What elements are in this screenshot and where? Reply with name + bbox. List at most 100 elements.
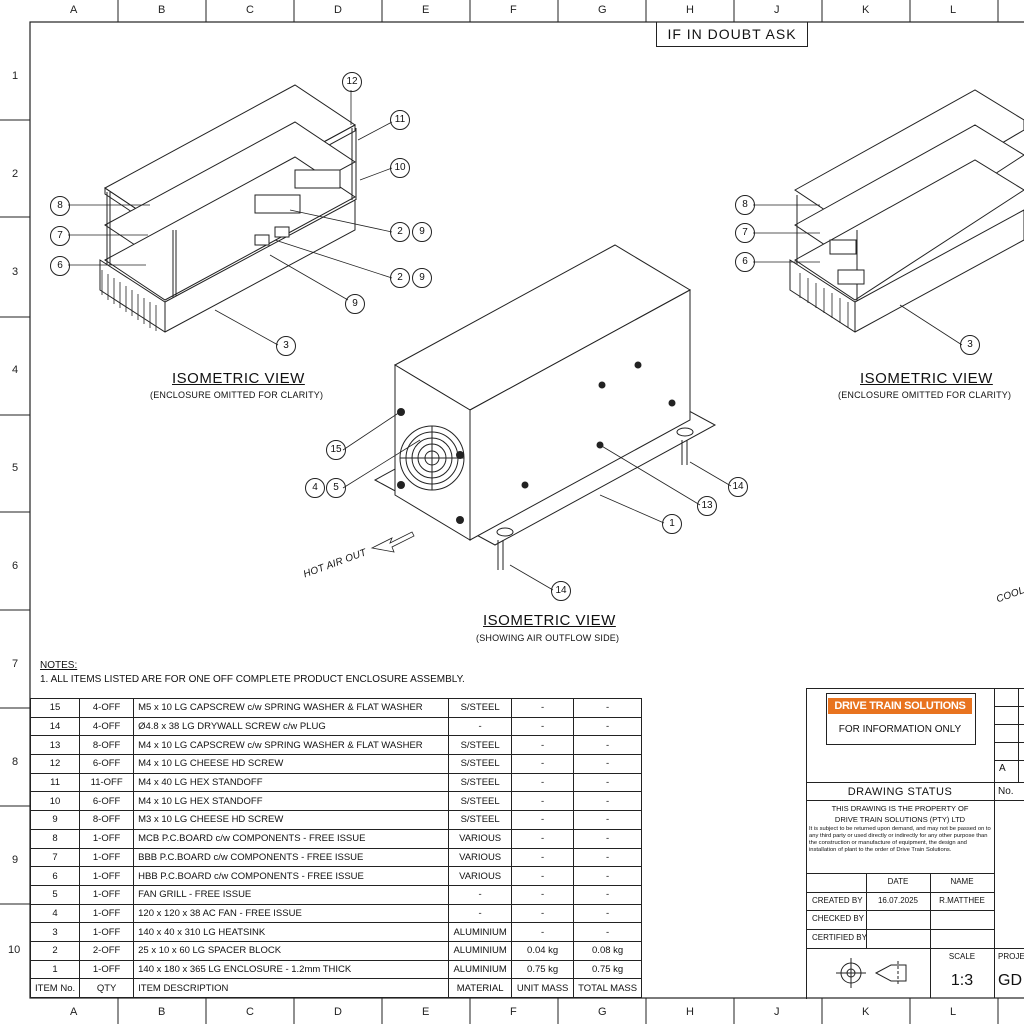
bom-cell: S/STEEL [448, 772, 513, 793]
left-isometric-drawing [99, 84, 357, 333]
balloon: 15 [326, 440, 346, 460]
grid-column-label: G [598, 4, 607, 16]
bom-cell: 25 x 10 x 60 LG SPACER BLOCK [133, 940, 450, 961]
bom-cell: QTY [79, 978, 135, 998]
projection-symbol-icon [836, 958, 907, 988]
bom-cell: 3 [29, 922, 81, 942]
balloon: 6 [50, 256, 70, 276]
scale-value: 1:3 [950, 972, 974, 989]
project-code: GD [998, 972, 1022, 989]
doubt-note: IF IN DOUBT ASK [667, 26, 797, 42]
bom-cell: 4 [29, 903, 81, 924]
balloon: 7 [735, 223, 755, 243]
bom-cell: - [448, 716, 513, 737]
balloon: 14 [551, 581, 571, 601]
bom-cell: S/STEEL [448, 754, 513, 774]
bom-cell: 0.08 kg [573, 940, 643, 961]
property-line-2: DRIVE TRAIN SOLUTIONS (PTY) LTD [834, 815, 966, 824]
balloon: 3 [960, 335, 980, 355]
grid-column-label: B [158, 4, 166, 16]
bom-cell: - [573, 754, 643, 774]
bom-cell: 15 [29, 698, 81, 718]
bom-cell: 11 [29, 772, 81, 793]
bom-cell: MCB P.C.BOARD c/w COMPONENTS - FREE ISSU… [133, 828, 450, 849]
property-line-1: THIS DRAWING IS THE PROPERTY OF [831, 804, 969, 813]
bom-cell: - [573, 810, 643, 830]
bom-cell: - [511, 772, 575, 793]
grid-column-label: H [686, 4, 694, 16]
bom-cell: - [448, 884, 513, 905]
bom-cell: - [511, 716, 575, 737]
grid-column-label: F [510, 1006, 517, 1018]
balloon: 12 [342, 72, 362, 92]
grid-row-label: 5 [12, 462, 19, 474]
bom-cell: Ø4.8 x 38 LG DRYWALL SCREW c/w PLUG [133, 716, 450, 737]
bom-cell: ALUMINIUM [448, 922, 513, 942]
drawing-status: DRAWING STATUS [847, 786, 953, 798]
bom-cell: TOTAL MASS [573, 978, 643, 998]
bom-cell: 1 [29, 959, 81, 980]
bom-cell: 1-OFF [79, 959, 135, 980]
grid-column-label: D [334, 1006, 342, 1018]
bom-cell: - [573, 828, 643, 849]
grid-column-label: C [246, 1006, 254, 1018]
bom-cell: 140 x 180 x 365 LG ENCLOSURE - 1.2mm THI… [133, 959, 450, 980]
bom-cell: - [573, 847, 643, 868]
grid-column-label: C [246, 4, 254, 16]
grid-column-label: K [862, 4, 870, 16]
leader-lines [68, 90, 963, 591]
bom-cell: 140 x 40 x 310 LG HEATSINK [133, 922, 450, 942]
balloon: 7 [50, 226, 70, 246]
bom-cell: 1-OFF [79, 847, 135, 868]
bom-cell: - [573, 922, 643, 942]
bom-cell: BBB P.C.BOARD c/w COMPONENTS - FREE ISSU… [133, 847, 450, 868]
left-view-subtitle: (ENCLOSURE OMITTED FOR CLARITY) [150, 390, 324, 400]
bom-cell: FAN GRILL - FREE ISSUE [133, 884, 450, 905]
info-only: FOR INFORMATION ONLY [838, 724, 962, 735]
grid-column-label: F [510, 4, 517, 16]
project-label: PROJE [998, 952, 1024, 961]
checked-by-label: CHECKED BY [812, 914, 865, 923]
bom-cell: 14 [29, 716, 81, 737]
bom-cell: M5 x 10 LG CAPSCREW c/w SPRING WASHER & … [133, 698, 450, 718]
balloon: 2 [390, 268, 410, 288]
bom-cell: 8-OFF [79, 810, 135, 830]
bom-cell: 6 [29, 866, 81, 886]
bom-cell: 0.75 kg [573, 959, 643, 980]
name-header: NAME [950, 877, 974, 886]
right-isometric-drawing [789, 89, 1024, 333]
notes-item: 1. ALL ITEMS LISTED ARE FOR ONE OFF COMP… [40, 674, 465, 685]
grid-column-label: J [774, 1006, 780, 1018]
bom-cell: - [511, 922, 575, 942]
grid-row-label: 8 [12, 756, 19, 768]
balloon: 3 [276, 336, 296, 356]
bom-cell: ITEM DESCRIPTION [133, 978, 450, 998]
bom-cell: M4 x 40 LG HEX STANDOFF [133, 772, 450, 793]
bom-cell: 8 [29, 828, 81, 849]
bom-cell: 8-OFF [79, 735, 135, 756]
bom-cell: - [511, 754, 575, 774]
revision-number-label: No. [998, 786, 1014, 797]
bom-cell: - [511, 847, 575, 868]
bom-cell: 13 [29, 735, 81, 756]
bom-cell: 0.04 kg [511, 940, 575, 961]
bom-cell: 9 [29, 810, 81, 830]
bom-cell: - [573, 903, 643, 924]
balloon: 9 [412, 268, 432, 288]
grid-row-label: 10 [8, 944, 21, 956]
grid-row-label: 3 [12, 266, 19, 278]
balloon: 9 [412, 222, 432, 242]
bom-cell: UNIT MASS [511, 978, 575, 998]
bom-cell: S/STEEL [448, 698, 513, 718]
bom-cell: ALUMINIUM [448, 959, 513, 980]
grid-row-label: 6 [12, 560, 19, 572]
bom-cell: S/STEEL [448, 735, 513, 756]
balloon: 5 [326, 478, 346, 498]
